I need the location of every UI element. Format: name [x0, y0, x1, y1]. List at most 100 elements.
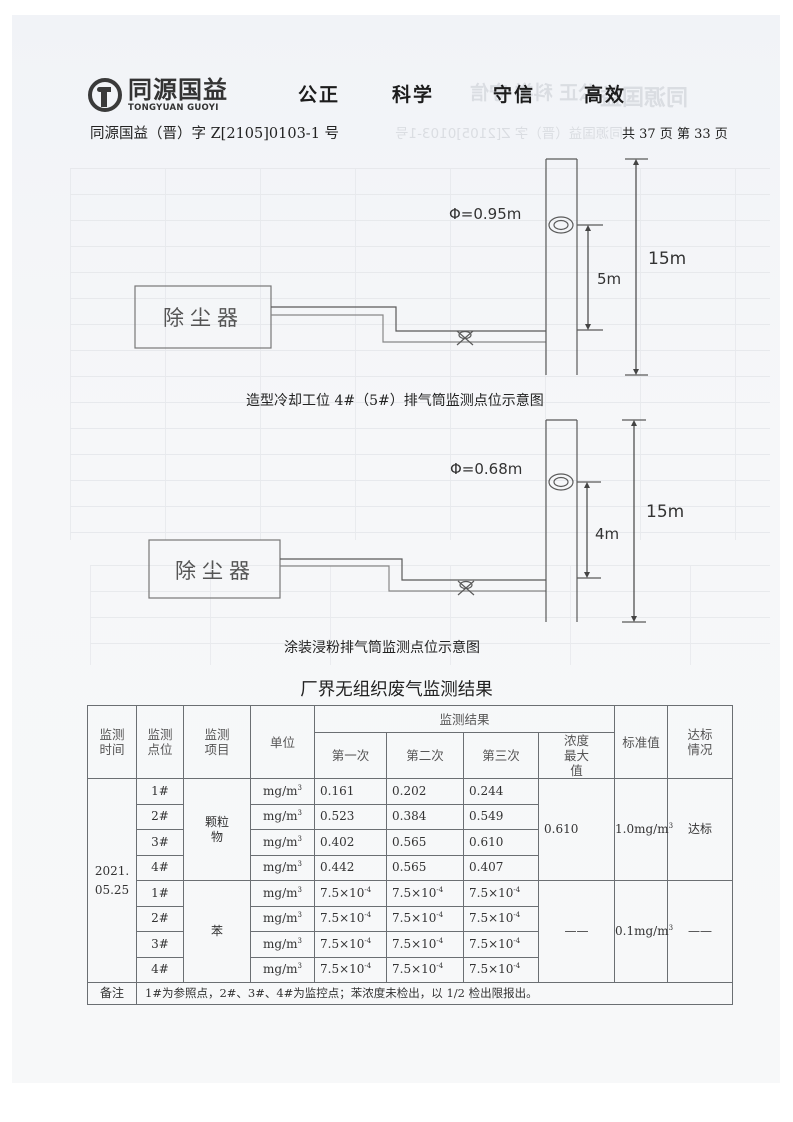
diagram1-stack: [545, 158, 578, 375]
table-row: 4# mg/m3 0.442 0.565 0.407: [88, 854, 733, 881]
unit-cell: mg/m3: [250, 880, 315, 907]
value-cell: 7.5×10-4: [314, 905, 387, 932]
value-cell: 0.523: [314, 803, 387, 830]
page-number: 共 37 页 第 33 页: [622, 127, 728, 142]
value-cell: 7.5×10-4: [314, 931, 387, 958]
note-row: 备注 1#为参照点，2#、3#、4#为监控点；苯浓度未检出，以 1/2 检出限报…: [87, 982, 734, 1005]
document-number: 同源国益（晋）字 Z[2105]0103-1 号: [90, 126, 340, 142]
diagram2-sample-height-label: 4m: [595, 525, 620, 543]
diagram1-duct: [271, 306, 546, 343]
header-second: 第二次: [386, 732, 464, 779]
unit-cell: mg/m3: [250, 931, 315, 958]
diagram1-sample-height-label: 5m: [597, 270, 622, 288]
point-cell: 4#: [136, 854, 184, 881]
point-cell: 1#: [136, 778, 184, 805]
logo-mark-icon: [88, 78, 122, 112]
value-cell: 0.610: [463, 829, 539, 856]
header-max: 浓度最大值: [537, 732, 616, 779]
value-cell: 0.384: [386, 803, 464, 830]
status-cell: 达标: [667, 778, 734, 881]
point-cell: 3#: [136, 829, 184, 856]
header-third: 第三次: [463, 732, 539, 779]
table-row: 4# mg/m3 7.5×10-4 7.5×10-4 7.5×10-4: [88, 956, 733, 983]
diagram1-stack-height-label: 15m: [648, 249, 687, 269]
item-benzene: 苯: [183, 880, 251, 983]
point-cell: 3#: [136, 931, 184, 958]
value-cell: 0.202: [386, 778, 464, 805]
motto-word-1: 公正: [298, 84, 341, 106]
value-cell: 0.244: [463, 778, 539, 805]
note-label: 备注: [87, 982, 137, 1005]
item-particulate: 颗粒物: [183, 778, 251, 881]
value-cell: 7.5×10-4: [314, 880, 387, 907]
unit-cell: mg/m3: [250, 829, 315, 856]
diagram1-valve-icon: [456, 330, 474, 346]
diagram2-valve-icon: [457, 580, 475, 596]
table-row: 2# mg/m3 7.5×10-4 7.5×10-4 7.5×10-4: [88, 905, 733, 932]
diagram2-dust-collector-box: [148, 539, 281, 599]
unit-cell: mg/m3: [250, 905, 315, 932]
value-cell: 0.565: [386, 854, 464, 881]
value-cell: 7.5×10-4: [463, 956, 539, 983]
diagram2-dimension-15m: [622, 419, 646, 623]
diagram1-dimension-15m: [625, 158, 648, 376]
diagram2-diameter-label: Φ=0.68m: [450, 460, 523, 478]
header-status: 达标情况: [667, 705, 734, 779]
stack-diagrams: [134, 158, 648, 623]
diagram2-caption: 涂装浸粉排气筒监测点位示意图: [284, 640, 480, 656]
table-title: 厂界无组织废气监测结果: [300, 680, 493, 700]
point-cell: 2#: [136, 905, 184, 932]
value-cell: 0.442: [314, 854, 387, 881]
point-cell: 1#: [136, 880, 184, 907]
header-first: 第一次: [314, 732, 387, 779]
header-results: 监测结果: [313, 705, 616, 733]
unit-cell: mg/m3: [250, 803, 315, 830]
header-point: 监测点位: [136, 705, 184, 779]
max-concentration-cell: ——: [537, 880, 616, 983]
unit-cell: mg/m3: [250, 956, 315, 983]
bleed-through-table-ghost: [70, 168, 770, 540]
logo-chinese-name: 同源国益: [128, 76, 228, 104]
motto-word-4: 高效: [584, 84, 627, 106]
diagram2-dimension-4m: [577, 481, 601, 579]
standard-cell: 0.1mg/m3: [614, 880, 673, 983]
unit-cell: mg/m3: [250, 854, 315, 881]
value-cell: 7.5×10-4: [463, 931, 539, 958]
value-cell: 0.407: [463, 854, 539, 881]
point-cell: 2#: [136, 803, 184, 830]
value-cell: 0.161: [314, 778, 387, 805]
diagram1-dust-collector-box: [134, 285, 272, 349]
diagram1-box-label: 除尘器: [163, 306, 244, 330]
table-row: 1# 苯 mg/m3 7.5×10-4 7.5×10-4 7.5×10-4 ——…: [88, 880, 734, 983]
bleed-through-table-ghost-2: [90, 565, 770, 665]
motto-word-2: 科学: [392, 84, 435, 106]
company-logo: 同源国益 TONGYUAN GUOYI: [88, 77, 228, 113]
diagram2-stack: [545, 419, 578, 622]
header-standard: 标准值: [614, 705, 669, 779]
standard-cell: 1.0mg/m3: [614, 778, 673, 881]
diagram2-sample-port-icon: [548, 473, 574, 491]
point-cell: 4#: [136, 956, 184, 983]
diagram2-box-label: 除尘器: [175, 559, 256, 583]
diagram2-stack-height-label: 15m: [646, 502, 685, 522]
max-concentration-cell: 0.610: [537, 778, 616, 881]
unit-cell: mg/m3: [250, 778, 315, 805]
diagram1-sample-port-icon: [548, 216, 574, 234]
status-cell: ——: [667, 880, 734, 983]
table-row: 2# mg/m3 0.523 0.384 0.549: [88, 803, 733, 830]
value-cell: 7.5×10-4: [386, 956, 464, 983]
value-cell: 7.5×10-4: [386, 880, 464, 907]
diagram1-dimension-5m: [577, 224, 603, 331]
value-cell: 7.5×10-4: [386, 905, 464, 932]
monitoring-results-table: 监测时间 监测点位 监测项目 单位 监测结果 标准值 达标情况 第一次 第二次 …: [87, 705, 734, 1005]
diagram2-duct: [280, 558, 546, 592]
value-cell: 0.549: [463, 803, 539, 830]
value-cell: 7.5×10-4: [386, 931, 464, 958]
note-text: 1#为参照点，2#、3#、4#为监控点；苯浓度未检出，以 1/2 检出限报出。: [135, 982, 734, 1005]
value-cell: 7.5×10-4: [314, 956, 387, 983]
diagram1-diameter-label: Φ=0.95m: [449, 205, 522, 223]
header-unit: 单位: [250, 705, 315, 779]
diagram1-caption: 造型冷却工位 4#（5#）排气筒监测点位示意图: [246, 393, 544, 409]
value-cell: 0.565: [386, 829, 464, 856]
table-row: 2021.05.25 1# 颗粒物 mg/m3 0.161 0.202 0.24…: [87, 778, 734, 983]
